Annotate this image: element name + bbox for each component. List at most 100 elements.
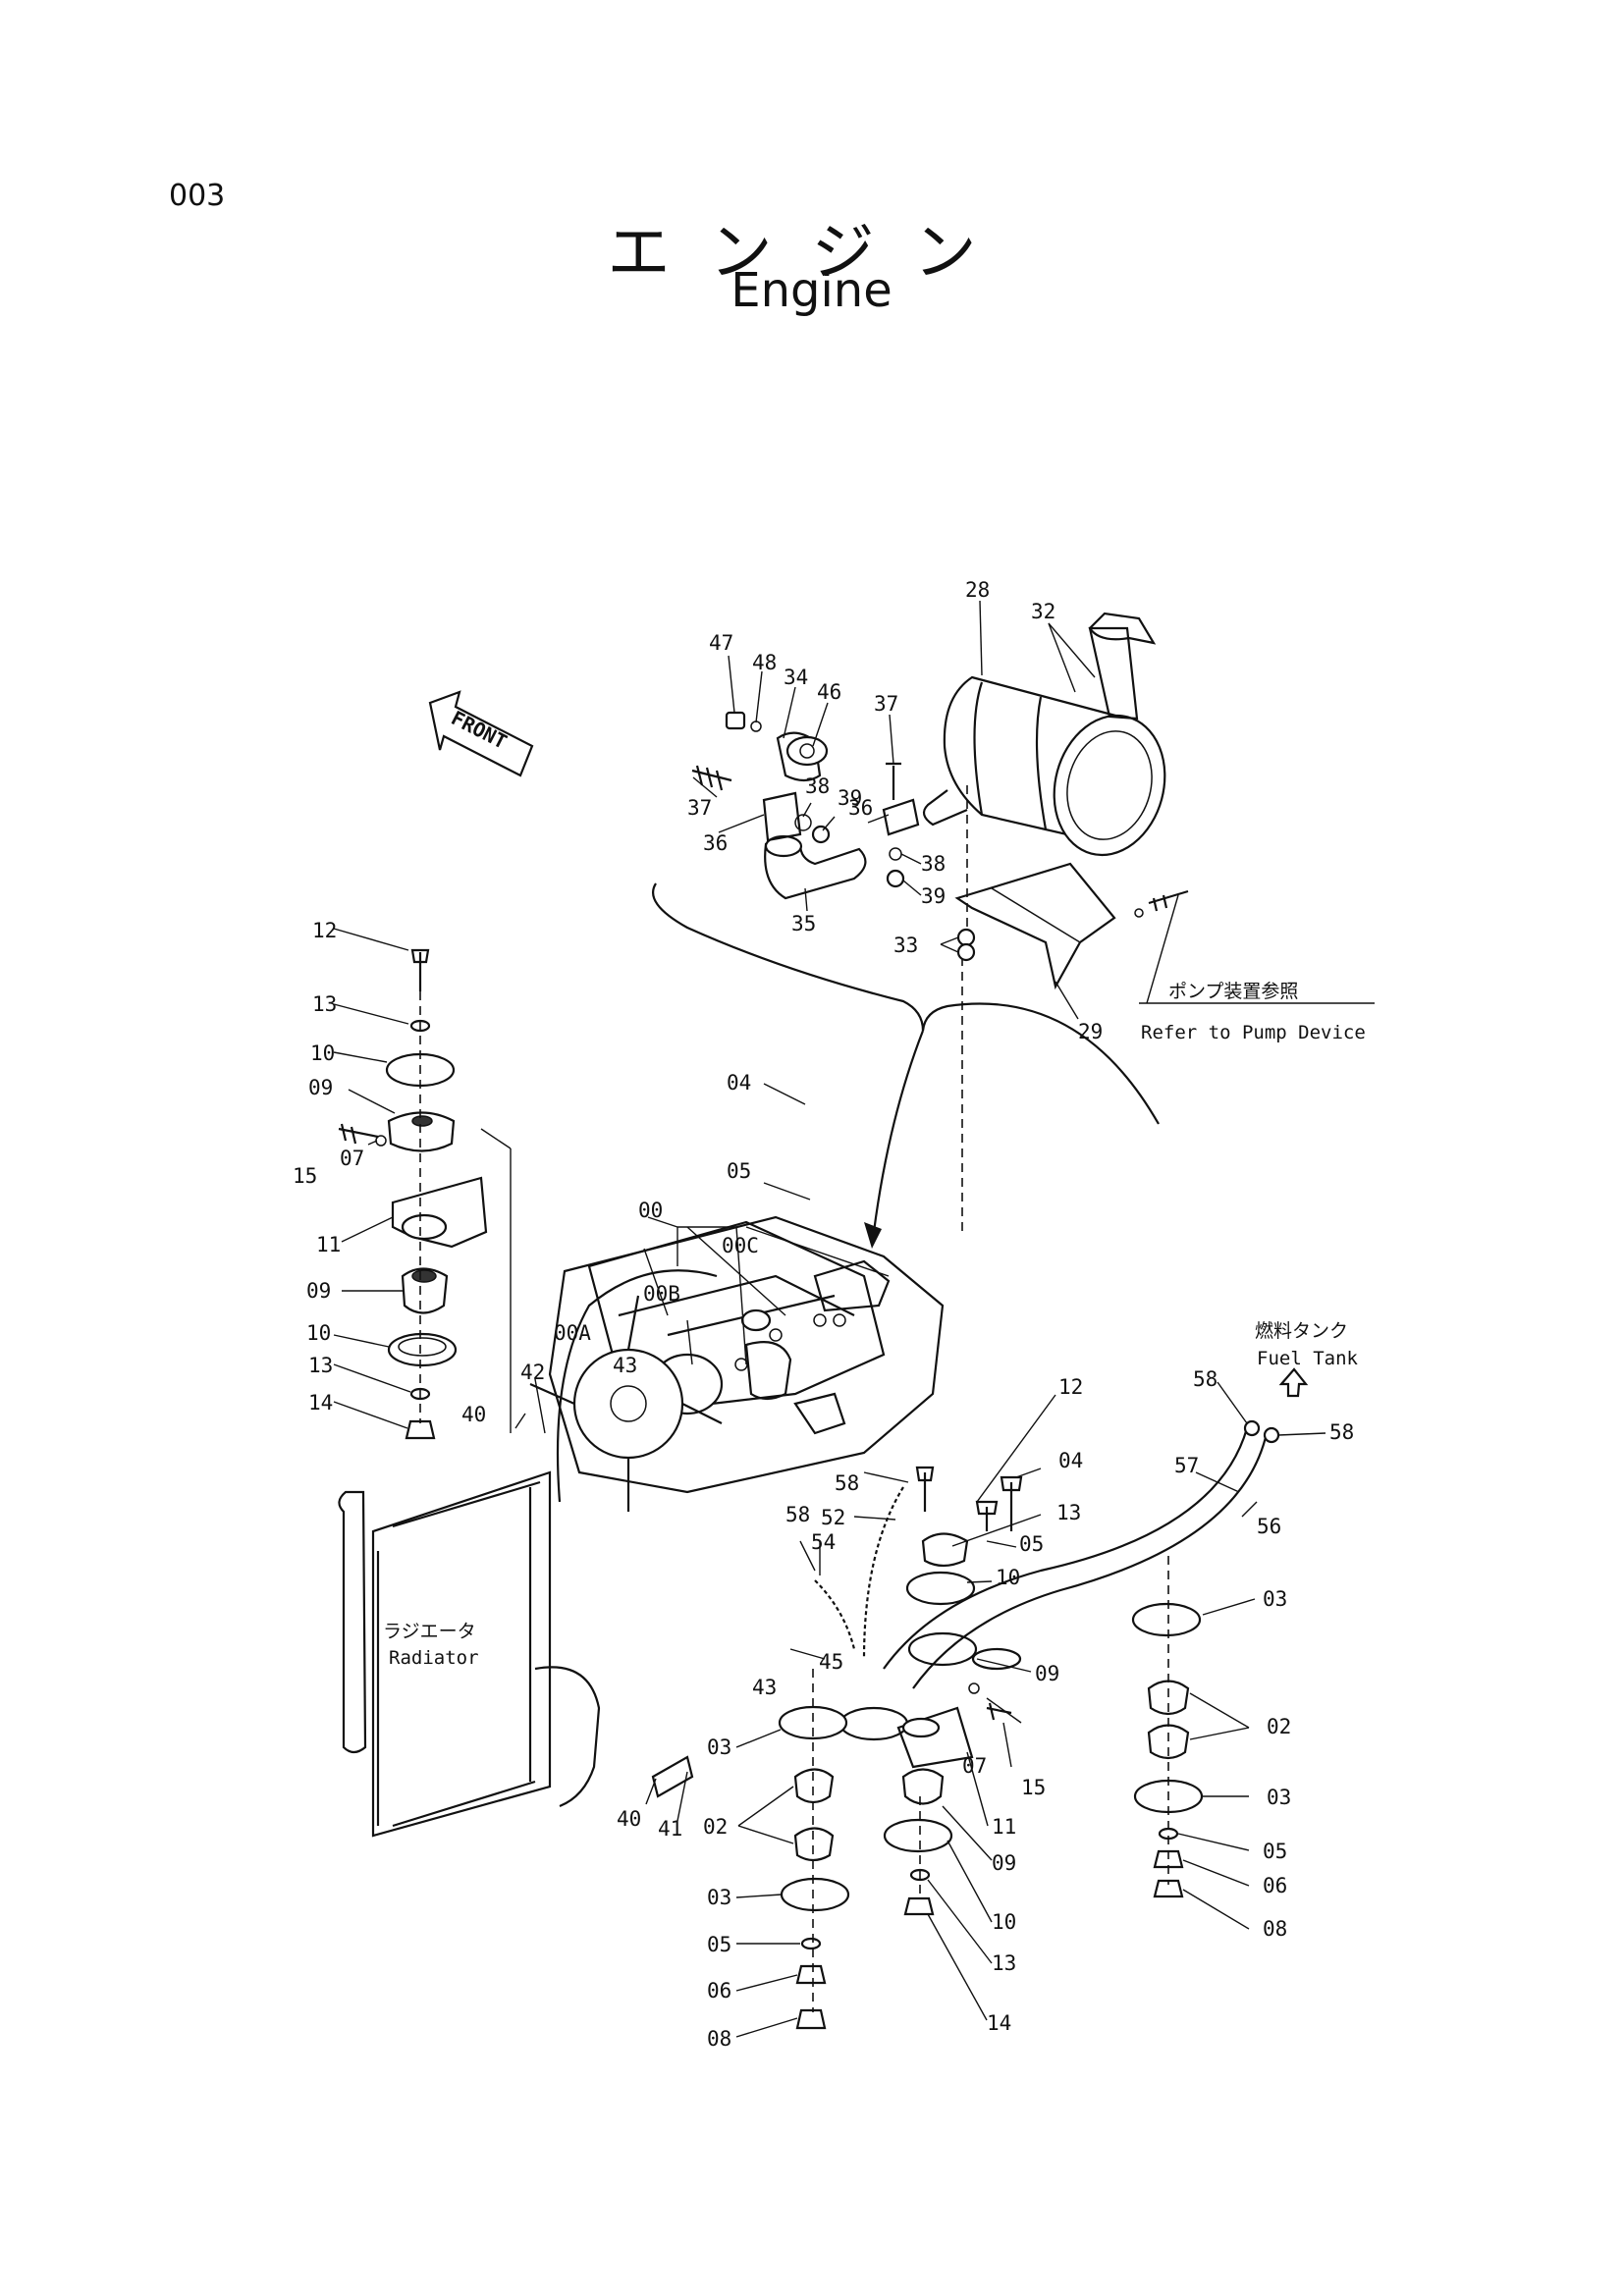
callout-02-lower-left: 02 bbox=[703, 1815, 728, 1839]
right-engine-mounts bbox=[839, 1466, 1023, 1916]
callout-14-lower-right: 14 bbox=[987, 2011, 1011, 2035]
page-title-japanese: エンジン bbox=[607, 217, 1016, 290]
callout-13-left-lower: 13 bbox=[308, 1354, 333, 1377]
callout-06-far-right: 06 bbox=[1263, 1874, 1287, 1897]
callout-12-left: 12 bbox=[312, 919, 337, 942]
callout-13-lower-right: 13 bbox=[992, 1951, 1016, 1975]
callout-05-upper: 05 bbox=[727, 1159, 751, 1183]
callout-42: 42 bbox=[520, 1361, 545, 1384]
callout-02-far-right: 02 bbox=[1267, 1715, 1291, 1738]
callout-58-fuel-right: 58 bbox=[1329, 1420, 1354, 1444]
callout-05-lower-left: 05 bbox=[707, 1933, 731, 1956]
callout-58-low: 58 bbox=[785, 1503, 810, 1526]
callout-09-right: 09 bbox=[1035, 1662, 1059, 1685]
group-arrow bbox=[872, 1030, 925, 1233]
note-pump-device: Refer to Pump Device bbox=[1141, 1022, 1366, 1043]
callout-57: 57 bbox=[1174, 1454, 1199, 1477]
callout-10-lower-right: 10 bbox=[992, 1910, 1016, 1934]
callout-03-far-right-lower: 03 bbox=[1267, 1786, 1291, 1809]
callout-47: 47 bbox=[709, 631, 733, 655]
callout-11-right: 11 bbox=[992, 1815, 1016, 1839]
callout-10-right: 10 bbox=[996, 1566, 1020, 1589]
callout-11-left: 11 bbox=[316, 1233, 341, 1256]
callout-36-left: 36 bbox=[703, 831, 728, 855]
callout-00B: 00B bbox=[643, 1282, 680, 1306]
callout-14-left: 14 bbox=[308, 1391, 333, 1415]
muffler-bracket bbox=[954, 862, 1116, 990]
callout-15-left: 15 bbox=[293, 1164, 317, 1188]
callout-13-left-upper: 13 bbox=[312, 992, 337, 1016]
callout-32: 32 bbox=[1031, 600, 1055, 623]
reference-notes: ポンプ装置参照 Refer to Pump Device 燃料タンク Fuel … bbox=[383, 981, 1366, 1669]
callout-00A: 00A bbox=[554, 1321, 591, 1345]
callout-40-upper: 40 bbox=[461, 1403, 486, 1426]
callout-10-left-lower: 10 bbox=[306, 1321, 331, 1345]
radiator bbox=[338, 1470, 694, 1838]
note-fuel-tank: Fuel Tank bbox=[1257, 1348, 1359, 1369]
callout-33: 33 bbox=[893, 934, 918, 957]
muffler-assembly bbox=[922, 612, 1166, 857]
callout-41: 41 bbox=[658, 1817, 682, 1841]
fuel-hoses bbox=[883, 1367, 1309, 1689]
callout-05-far-right: 05 bbox=[1263, 1840, 1287, 1863]
callout-43-upper: 43 bbox=[613, 1354, 637, 1377]
callout-04-right: 04 bbox=[1058, 1449, 1083, 1472]
note-pump-device-japanese: ポンプ装置参照 bbox=[1168, 981, 1298, 1002]
callout-07-right: 07 bbox=[962, 1754, 987, 1778]
callout-00C: 00C bbox=[722, 1234, 759, 1257]
front-arrow: FRONT bbox=[428, 690, 534, 777]
callout-28: 28 bbox=[965, 578, 990, 602]
callout-56: 56 bbox=[1257, 1515, 1281, 1538]
note-fuel-tank-japanese: 燃料タンク bbox=[1255, 1320, 1348, 1342]
callout-05-right: 05 bbox=[1019, 1532, 1044, 1556]
callout-06-lower-left: 06 bbox=[707, 1979, 731, 2002]
lower-left-mount-stack bbox=[778, 1705, 850, 2030]
callout-13-right: 13 bbox=[1056, 1501, 1081, 1524]
page-title: Engine bbox=[730, 263, 893, 318]
left-rear-mount-stack bbox=[338, 948, 488, 1440]
callout-48: 48 bbox=[752, 651, 777, 674]
callout-46: 46 bbox=[817, 680, 841, 704]
callout-09-left-upper: 09 bbox=[308, 1076, 333, 1099]
callout-03-lower-left-upper: 03 bbox=[707, 1735, 731, 1759]
callout-54: 54 bbox=[811, 1530, 836, 1554]
callout-15-right: 15 bbox=[1021, 1776, 1046, 1799]
callout-labels: 28 32 47 48 34 46 37 37 38 39 36 36 38 3… bbox=[293, 578, 1354, 2051]
engine-fan bbox=[529, 1269, 723, 1512]
callout-08-far-right: 08 bbox=[1263, 1917, 1287, 1941]
exhaust-pipe-group bbox=[691, 711, 1189, 962]
callout-10-left-upper: 10 bbox=[310, 1041, 335, 1065]
callout-08-lower-left: 08 bbox=[707, 2027, 731, 2051]
callout-35: 35 bbox=[791, 912, 816, 935]
callout-38-lower: 38 bbox=[921, 852, 946, 876]
far-right-mount-stack bbox=[1131, 1602, 1204, 1898]
callout-39-lower: 39 bbox=[921, 884, 946, 908]
callout-45: 45 bbox=[819, 1650, 843, 1674]
callout-03-far-right-upper: 03 bbox=[1263, 1587, 1287, 1611]
callout-37-upper: 37 bbox=[874, 692, 898, 716]
callout-43-lower: 43 bbox=[752, 1676, 777, 1699]
page-number: 003 bbox=[169, 179, 226, 213]
note-radiator-japanese: ラジエータ bbox=[383, 1621, 476, 1642]
callout-29: 29 bbox=[1078, 1020, 1103, 1043]
callout-58-mid: 58 bbox=[835, 1471, 859, 1495]
callout-09-lower-right: 09 bbox=[992, 1851, 1016, 1875]
callout-12-right: 12 bbox=[1058, 1375, 1083, 1399]
callout-40-lower: 40 bbox=[617, 1807, 641, 1831]
callout-09-left-lower: 09 bbox=[306, 1279, 331, 1303]
drain-hoses bbox=[814, 1486, 904, 1660]
group-brace bbox=[651, 882, 1160, 1125]
callout-36-right: 36 bbox=[848, 796, 873, 820]
note-radiator: Radiator bbox=[389, 1647, 479, 1669]
callout-58-fuel-left: 58 bbox=[1193, 1367, 1217, 1391]
callout-37-left: 37 bbox=[687, 796, 712, 820]
callout-00: 00 bbox=[638, 1199, 663, 1222]
leader-lines bbox=[333, 600, 1375, 2038]
callout-07-left: 07 bbox=[340, 1147, 364, 1170]
callout-03-lower-left-lower: 03 bbox=[707, 1886, 731, 1909]
callout-39-upper: 39 bbox=[838, 786, 862, 810]
callout-34: 34 bbox=[784, 666, 808, 689]
callout-04-upper: 04 bbox=[727, 1071, 751, 1095]
callout-38-upper: 38 bbox=[805, 774, 830, 798]
